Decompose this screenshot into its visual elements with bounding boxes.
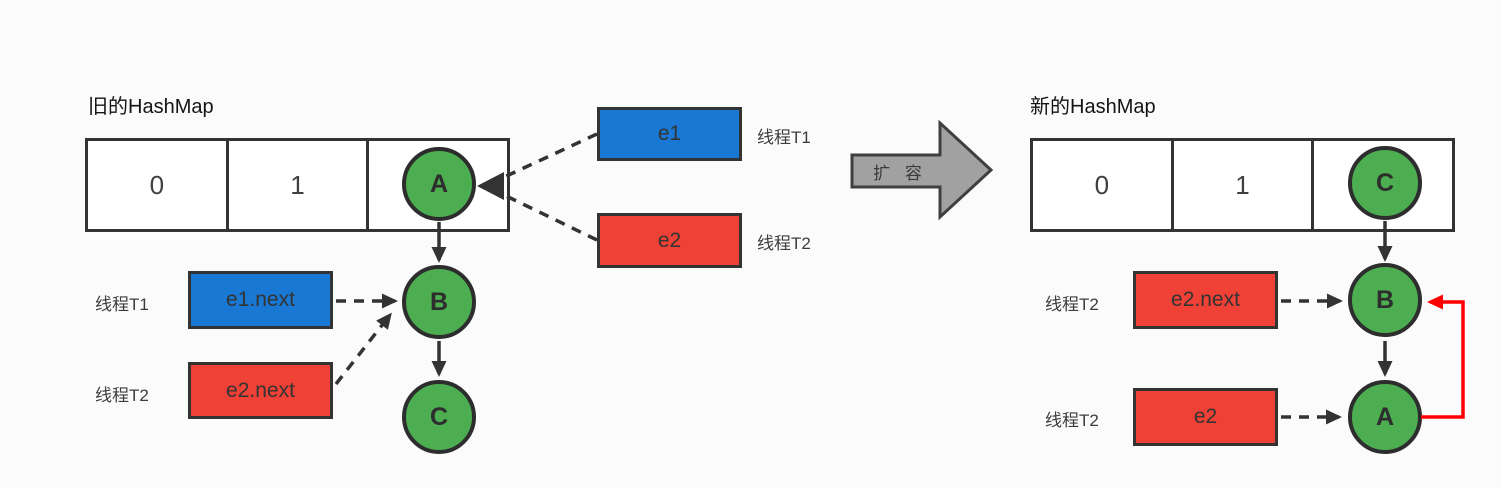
new-array-cell-1: 1	[1174, 141, 1315, 229]
new-e2-pointer-box: e2	[1133, 388, 1278, 446]
e2next-pointer-box: e2.next	[188, 362, 333, 419]
new-e2next-pointer-box: e2.next	[1133, 271, 1278, 329]
e1-pointer-box: e1	[597, 107, 742, 161]
dashed-e2-to-a	[499, 191, 598, 242]
new-array-cell-0: 0	[1033, 141, 1174, 229]
new-e2-thread-label: 线程T2	[1045, 411, 1099, 430]
old-array-cell-1: 1	[229, 141, 370, 229]
dashed-e2next-to-b	[334, 312, 392, 386]
old-node-b: B	[402, 265, 476, 339]
red-cycle-a-to-b	[1421, 294, 1465, 419]
old-hashmap-title: 旧的HashMap	[88, 96, 214, 118]
new-hashmap-title: 新的HashMap	[1030, 96, 1156, 118]
old-node-a: A	[402, 147, 476, 221]
e1next-thread-label: 线程T1	[95, 295, 149, 314]
new-node-a: A	[1348, 380, 1422, 454]
e2next-thread-label: 线程T2	[95, 386, 149, 405]
expand-arrow-label: 扩 容	[873, 164, 927, 183]
old-node-c: C	[402, 380, 476, 454]
e2-pointer-box: e2	[597, 213, 742, 268]
e2-thread-label: 线程T2	[757, 234, 811, 253]
dashed-e1-to-a	[499, 132, 598, 181]
new-node-b: B	[1348, 263, 1422, 337]
old-array-cell-0: 0	[88, 141, 229, 229]
new-node-c: C	[1348, 146, 1422, 220]
e1-thread-label: 线程T1	[757, 128, 811, 147]
e1next-pointer-box: e1.next	[188, 271, 333, 329]
new-e2next-thread-label: 线程T2	[1045, 295, 1099, 314]
